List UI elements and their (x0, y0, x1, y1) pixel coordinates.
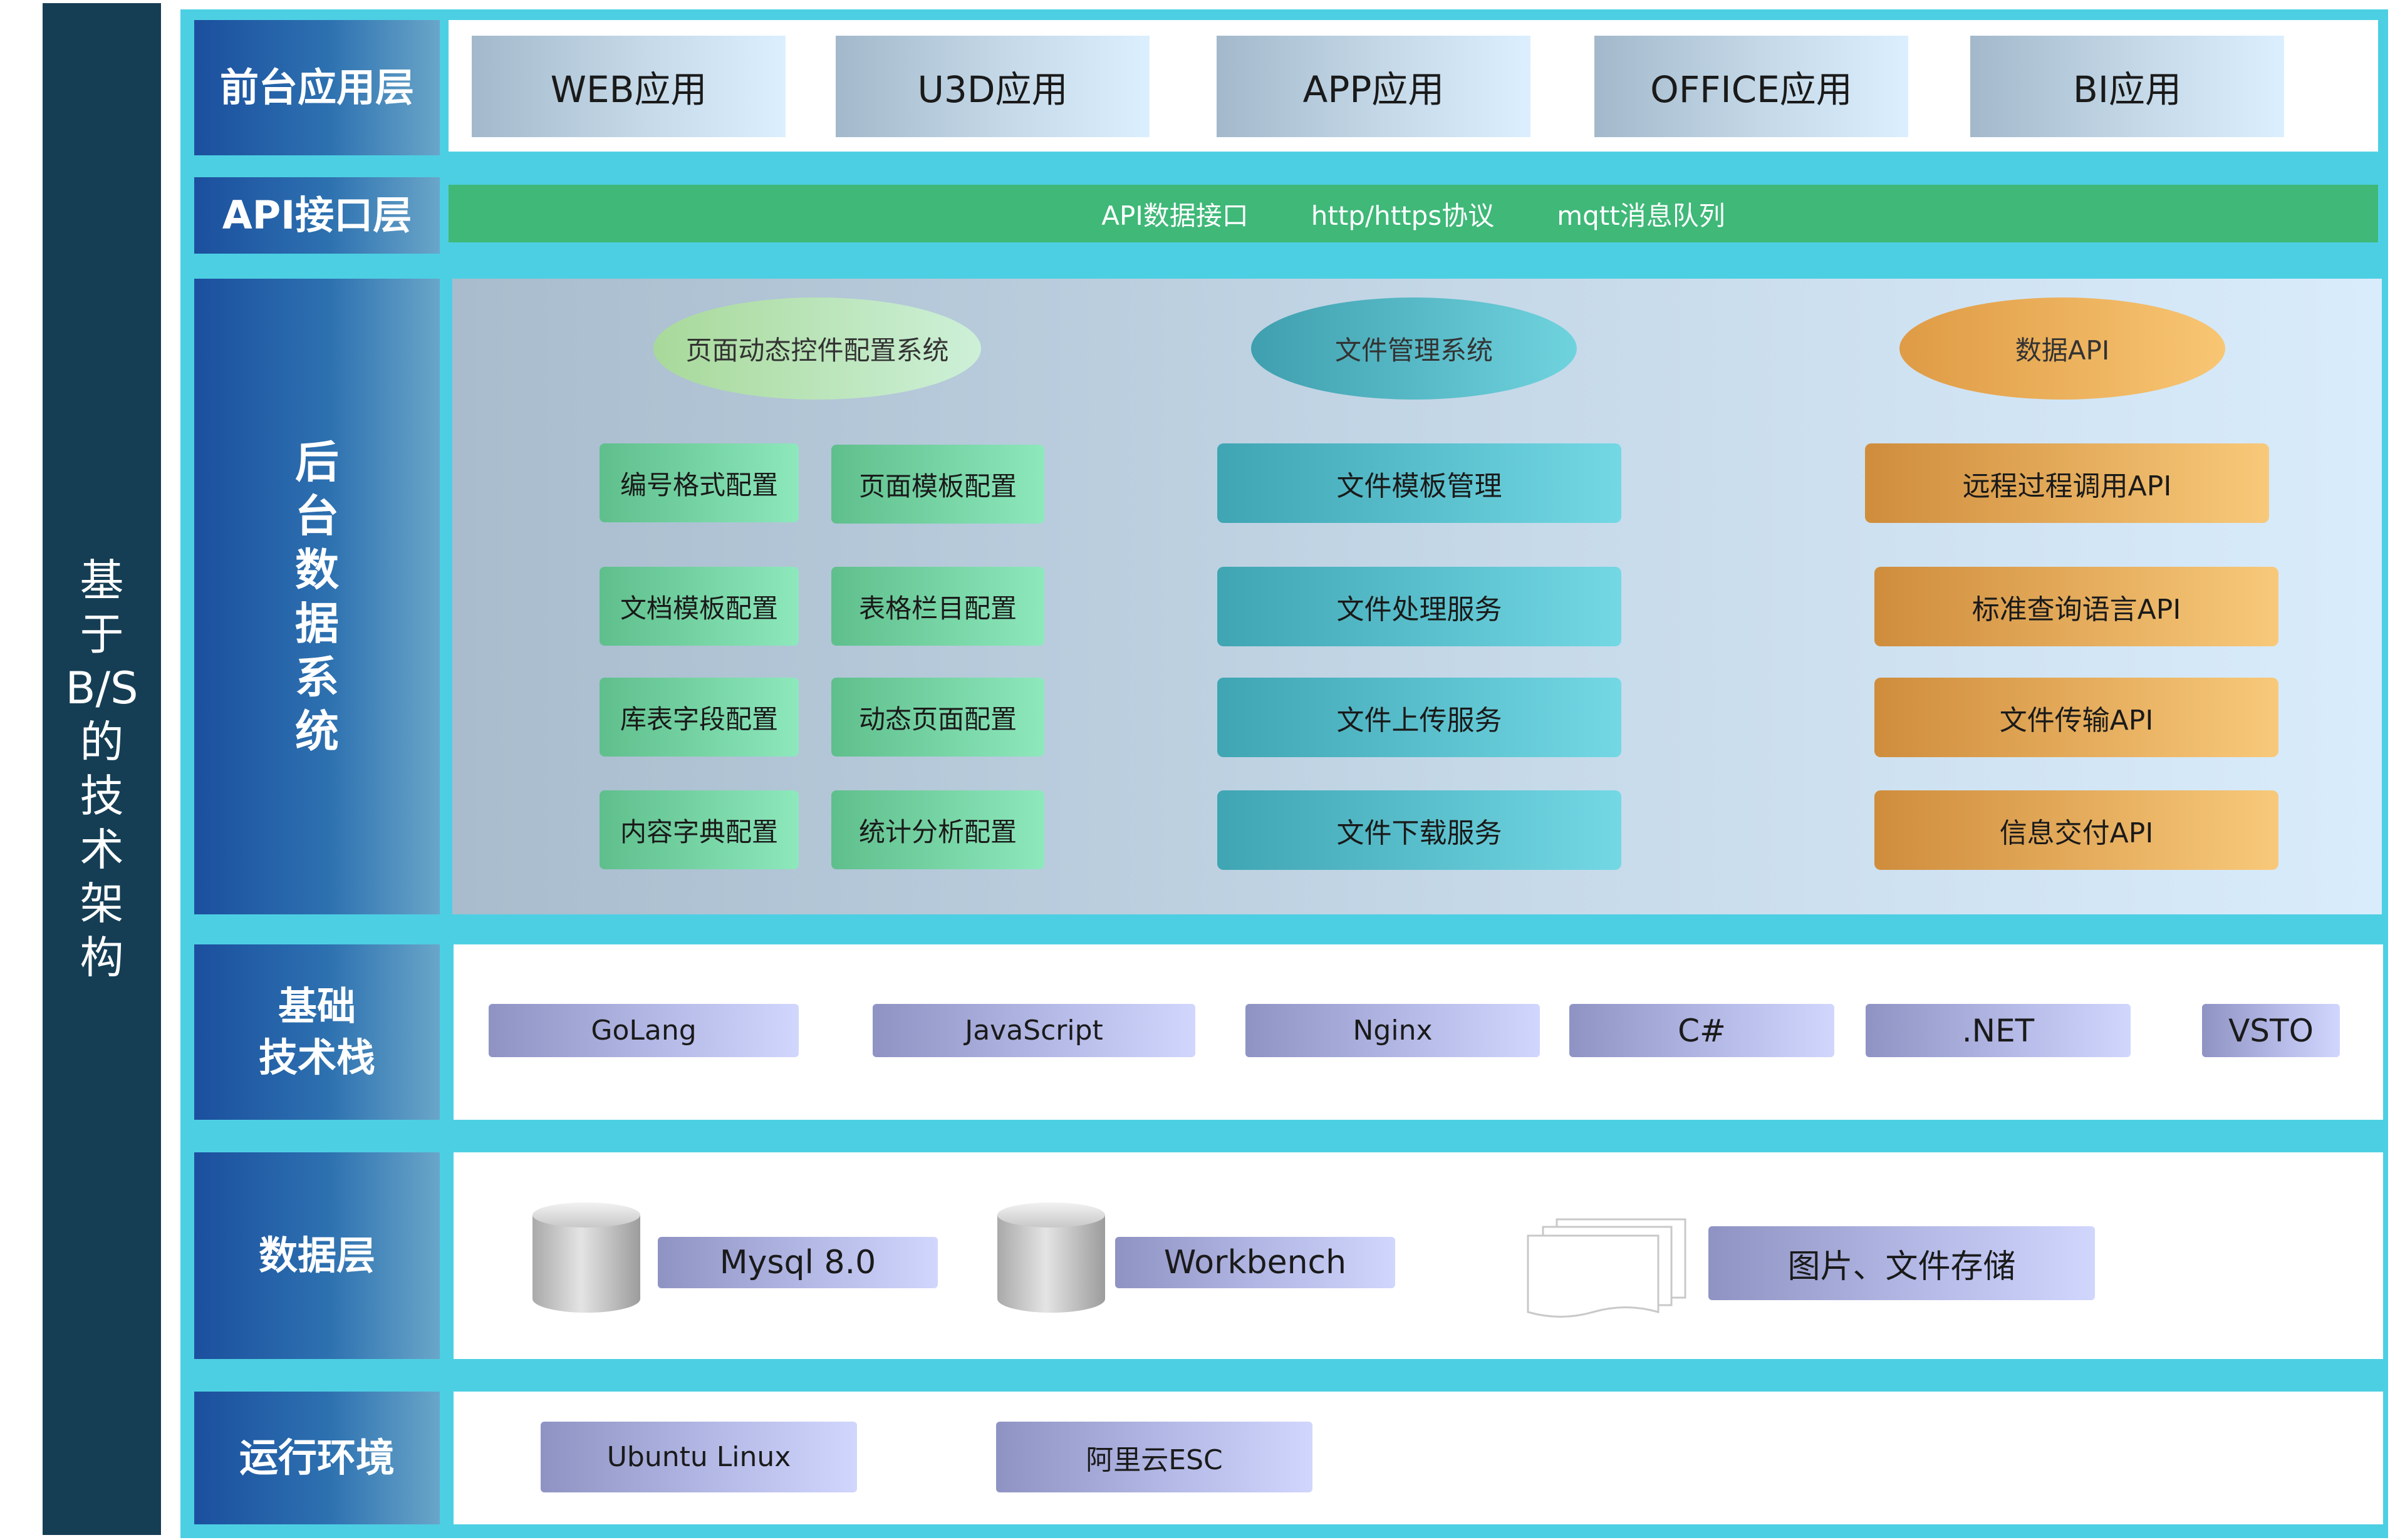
file-service-item: 文件处理服务 (1217, 567, 1621, 646)
file-service-item: 文件模板管理 (1217, 443, 1621, 523)
backend-label-char: 数 (295, 544, 339, 596)
backend-label-char: 统 (295, 705, 339, 757)
api-item-http-protocol: http/https协议 (1311, 200, 1495, 231)
data-layer-label: 数据层 (194, 1152, 440, 1359)
data-item-mysql: Mysql 8.0 (658, 1237, 938, 1288)
backend-label-char: 系 (295, 651, 339, 703)
data-api-item: 远程过程调用API (1865, 443, 2269, 523)
backend-label-char: 据 (295, 597, 339, 649)
side-title: 基 于 B/S 的 技 术 架 构 (43, 3, 161, 1535)
system-file-management: 文件管理系统 (1251, 297, 1577, 400)
data-item-workbench: Workbench (1115, 1237, 1395, 1288)
runtime-item-ubuntu: Ubuntu Linux (541, 1422, 857, 1492)
config-item: 内容字典配置 (600, 790, 799, 869)
database-cylinder-icon (531, 1201, 642, 1314)
frontend-app-app: APP应用 (1217, 36, 1530, 137)
tech-item-javascript: JavaScript (873, 1004, 1195, 1057)
frontend-app-u3d: U3D应用 (836, 36, 1150, 137)
tech-item-vsto: VSTO (2202, 1004, 2340, 1057)
config-item: 统计分析配置 (831, 790, 1044, 869)
api-item-mqtt-queue: mqtt消息队列 (1557, 200, 1725, 231)
side-title-char: 基 (80, 555, 124, 606)
file-service-item: 文件下载服务 (1217, 790, 1621, 870)
runtime-layer-label: 运行环境 (194, 1392, 440, 1524)
side-title-char: 术 (80, 824, 124, 876)
tech-item-golang: GoLang (489, 1004, 799, 1057)
database-cylinder-icon (996, 1201, 1106, 1314)
system-page-control-config: 页面动态控件配置系统 (653, 297, 981, 400)
frontend-layer-label: 前台应用层 (194, 20, 440, 155)
side-title-char: 的 (80, 716, 124, 768)
config-item: 动态页面配置 (831, 678, 1044, 757)
config-item: 文档模板配置 (600, 567, 799, 646)
data-item-file-storage: 图片、文件存储 (1708, 1226, 2095, 1300)
tech-item-nginx: Nginx (1245, 1004, 1540, 1057)
data-api-item: 标准查询语言API (1874, 567, 2278, 646)
frontend-app-office: OFFICE应用 (1594, 36, 1908, 137)
side-title-char: 技 (80, 770, 124, 822)
tech-stack-layer-label: 基础 技术栈 (194, 944, 440, 1120)
document-stack-icon (1525, 1218, 1688, 1318)
config-item: 编号格式配置 (600, 443, 799, 522)
side-title-char: 架 (80, 878, 124, 929)
runtime-item-aliyun: 阿里云ESC (996, 1422, 1312, 1492)
backend-label-char: 台 (295, 490, 339, 542)
side-title-char: B/S (65, 663, 138, 714)
side-title-char: 于 (80, 609, 124, 660)
api-bar: API数据接口 http/https协议 mqtt消息队列 (449, 185, 2378, 242)
config-item: 表格栏目配置 (831, 567, 1044, 646)
config-item: 库表字段配置 (600, 678, 799, 757)
config-item: 页面模板配置 (831, 445, 1044, 524)
api-layer-label: API接口层 (194, 177, 440, 254)
side-title-char: 构 (80, 932, 124, 983)
frontend-app-web: WEB应用 (472, 36, 786, 137)
data-api-item: 文件传输API (1874, 678, 2278, 757)
data-api-item: 信息交付API (1874, 790, 2278, 870)
system-data-api: 数据API (1899, 297, 2225, 400)
frontend-app-bi: BI应用 (1970, 36, 2284, 137)
backend-layer-label: 后 台 数 据 系 统 (194, 279, 440, 914)
tech-item-dotnet: .NET (1866, 1004, 2131, 1057)
api-item-data-interface: API数据接口 (1101, 200, 1249, 231)
tech-item-csharp: C# (1569, 1004, 1834, 1057)
backend-label-char: 后 (295, 436, 339, 488)
file-service-item: 文件上传服务 (1217, 678, 1621, 757)
tech-stack-label-line: 基础 (278, 983, 356, 1029)
tech-stack-label-line: 技术栈 (258, 1035, 375, 1080)
